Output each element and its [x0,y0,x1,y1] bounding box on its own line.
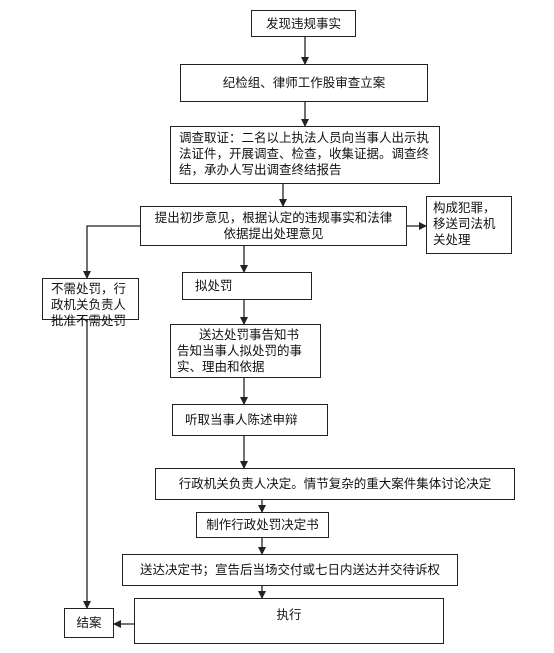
node-notice-title: 送达处罚事告知书 [199,327,300,342]
node-close-label: 结案 [76,615,102,630]
node-no-penalty-label: 不需处罚，行政机关负责人批准不需处罚 [51,281,127,328]
node-notice: 送达处罚事告知书 告知当事人拟处罚的事实、理由和依据 [170,324,321,378]
node-crime-label: 构成犯罪，移送司法机关处理 [433,200,496,247]
node-deliver: 送达决定书；宣告后当场交付或七日内送达并交待诉权 [122,554,458,586]
node-crime: 构成犯罪，移送司法机关处理 [426,196,512,254]
node-execute: 执行 [134,598,444,644]
node-decision-label: 行政机关负责人决定。情节复杂的重大案件集体讨论决定 [178,476,492,491]
node-proposed: 拟处罚 [182,272,312,300]
node-opinion: 提出初步意见，根据认定的违规事实和法律依据提出处理意见 [140,206,407,246]
node-make-doc: 制作行政处罚决定书 [196,512,329,538]
node-deliver-label: 送达决定书；宣告后当场交付或七日内送达并交待诉权 [139,562,440,577]
node-discover-label: 发现违规事实 [265,15,341,31]
node-proposed-label: 拟处罚 [195,278,233,293]
node-notice-body: 告知当事人拟处罚的事实、理由和依据 [177,343,303,374]
node-make-doc-label: 制作行政处罚决定书 [206,517,319,532]
cropped-header-text: ▀▀▀ ▀▀ ▀▀▀ ▀ ▀▀▀ ▀▀▀▀ [90,0,450,4]
node-file-case-label: 纪检组、律师工作股审查立案 [222,75,386,90]
node-no-penalty: 不需处罚，行政机关负责人批准不需处罚 [42,278,139,328]
node-hearing: 听取当事人陈述申辩 [172,404,328,436]
node-decision: 行政机关负责人决定。情节复杂的重大案件集体讨论决定 [155,468,515,500]
node-close: 结案 [64,608,114,638]
node-investigate-label: 调查取证：二名以上执法人员向当事人出示执法证件，开展调查、检查，收集证据。调查终… [179,130,430,177]
node-execute-label: 执行 [276,607,302,622]
node-discover: 发现违规事实 [251,10,356,37]
node-hearing-label: 听取当事人陈述申辩 [185,412,298,427]
node-opinion-label: 提出初步意见，根据认定的违规事实和法律依据提出处理意见 [154,210,393,241]
node-investigate: 调查取证：二名以上执法人员向当事人出示执法证件，开展调查、检查，收集证据。调查终… [170,126,440,184]
node-file-case: 纪检组、律师工作股审查立案 [180,64,428,102]
arrow-opinion-to-nopenalty [83,225,140,279]
